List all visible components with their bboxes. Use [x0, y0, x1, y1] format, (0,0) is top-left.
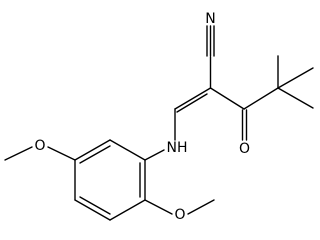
amine-aryl-bond — [144, 149, 165, 161]
carbonyl-double-bond — [241, 109, 248, 141]
alkene-double-bond — [174, 87, 212, 113]
tert-butyl-group — [277, 55, 314, 109]
nitrile-group — [206, 25, 215, 57]
ring-bond-4 — [74, 199, 111, 221]
methoxy-top-oxygen-label: O — [34, 138, 45, 154]
carbonyl-tbutyl-bond — [243, 87, 279, 110]
alkene-bond-outer — [174, 87, 212, 110]
amine-nh-label: NH — [167, 140, 188, 156]
alkene-bond-inner — [176, 93, 208, 113]
methoxy-group-top — [4, 146, 76, 161]
ring-inner-bond-2 — [79, 196, 111, 215]
ring-bond-1 — [109, 139, 146, 161]
carbonyl-oxygen-label: O — [239, 141, 250, 157]
benzene-ring — [74, 139, 146, 221]
methoxy-top-ring-bond — [47, 146, 76, 161]
ring-bond-2 — [74, 139, 111, 161]
methoxy-bottom-oxygen-label: O — [174, 207, 185, 223]
ring-inner-bond-1 — [79, 145, 111, 164]
ring-bond-5 — [109, 199, 146, 221]
methoxy-group-bottom — [144, 199, 215, 215]
nitrile-nitrogen-label: N — [205, 11, 215, 27]
tbutyl-methyl-right — [277, 67, 314, 89]
methoxy-bottom-ring-bond — [144, 199, 173, 215]
methoxy-bottom-methyl-bond — [187, 199, 215, 215]
tbutyl-methyl-down — [277, 87, 314, 109]
alkene-carbonyl-bond — [209, 87, 245, 110]
methoxy-top-methyl-bond — [4, 146, 33, 161]
